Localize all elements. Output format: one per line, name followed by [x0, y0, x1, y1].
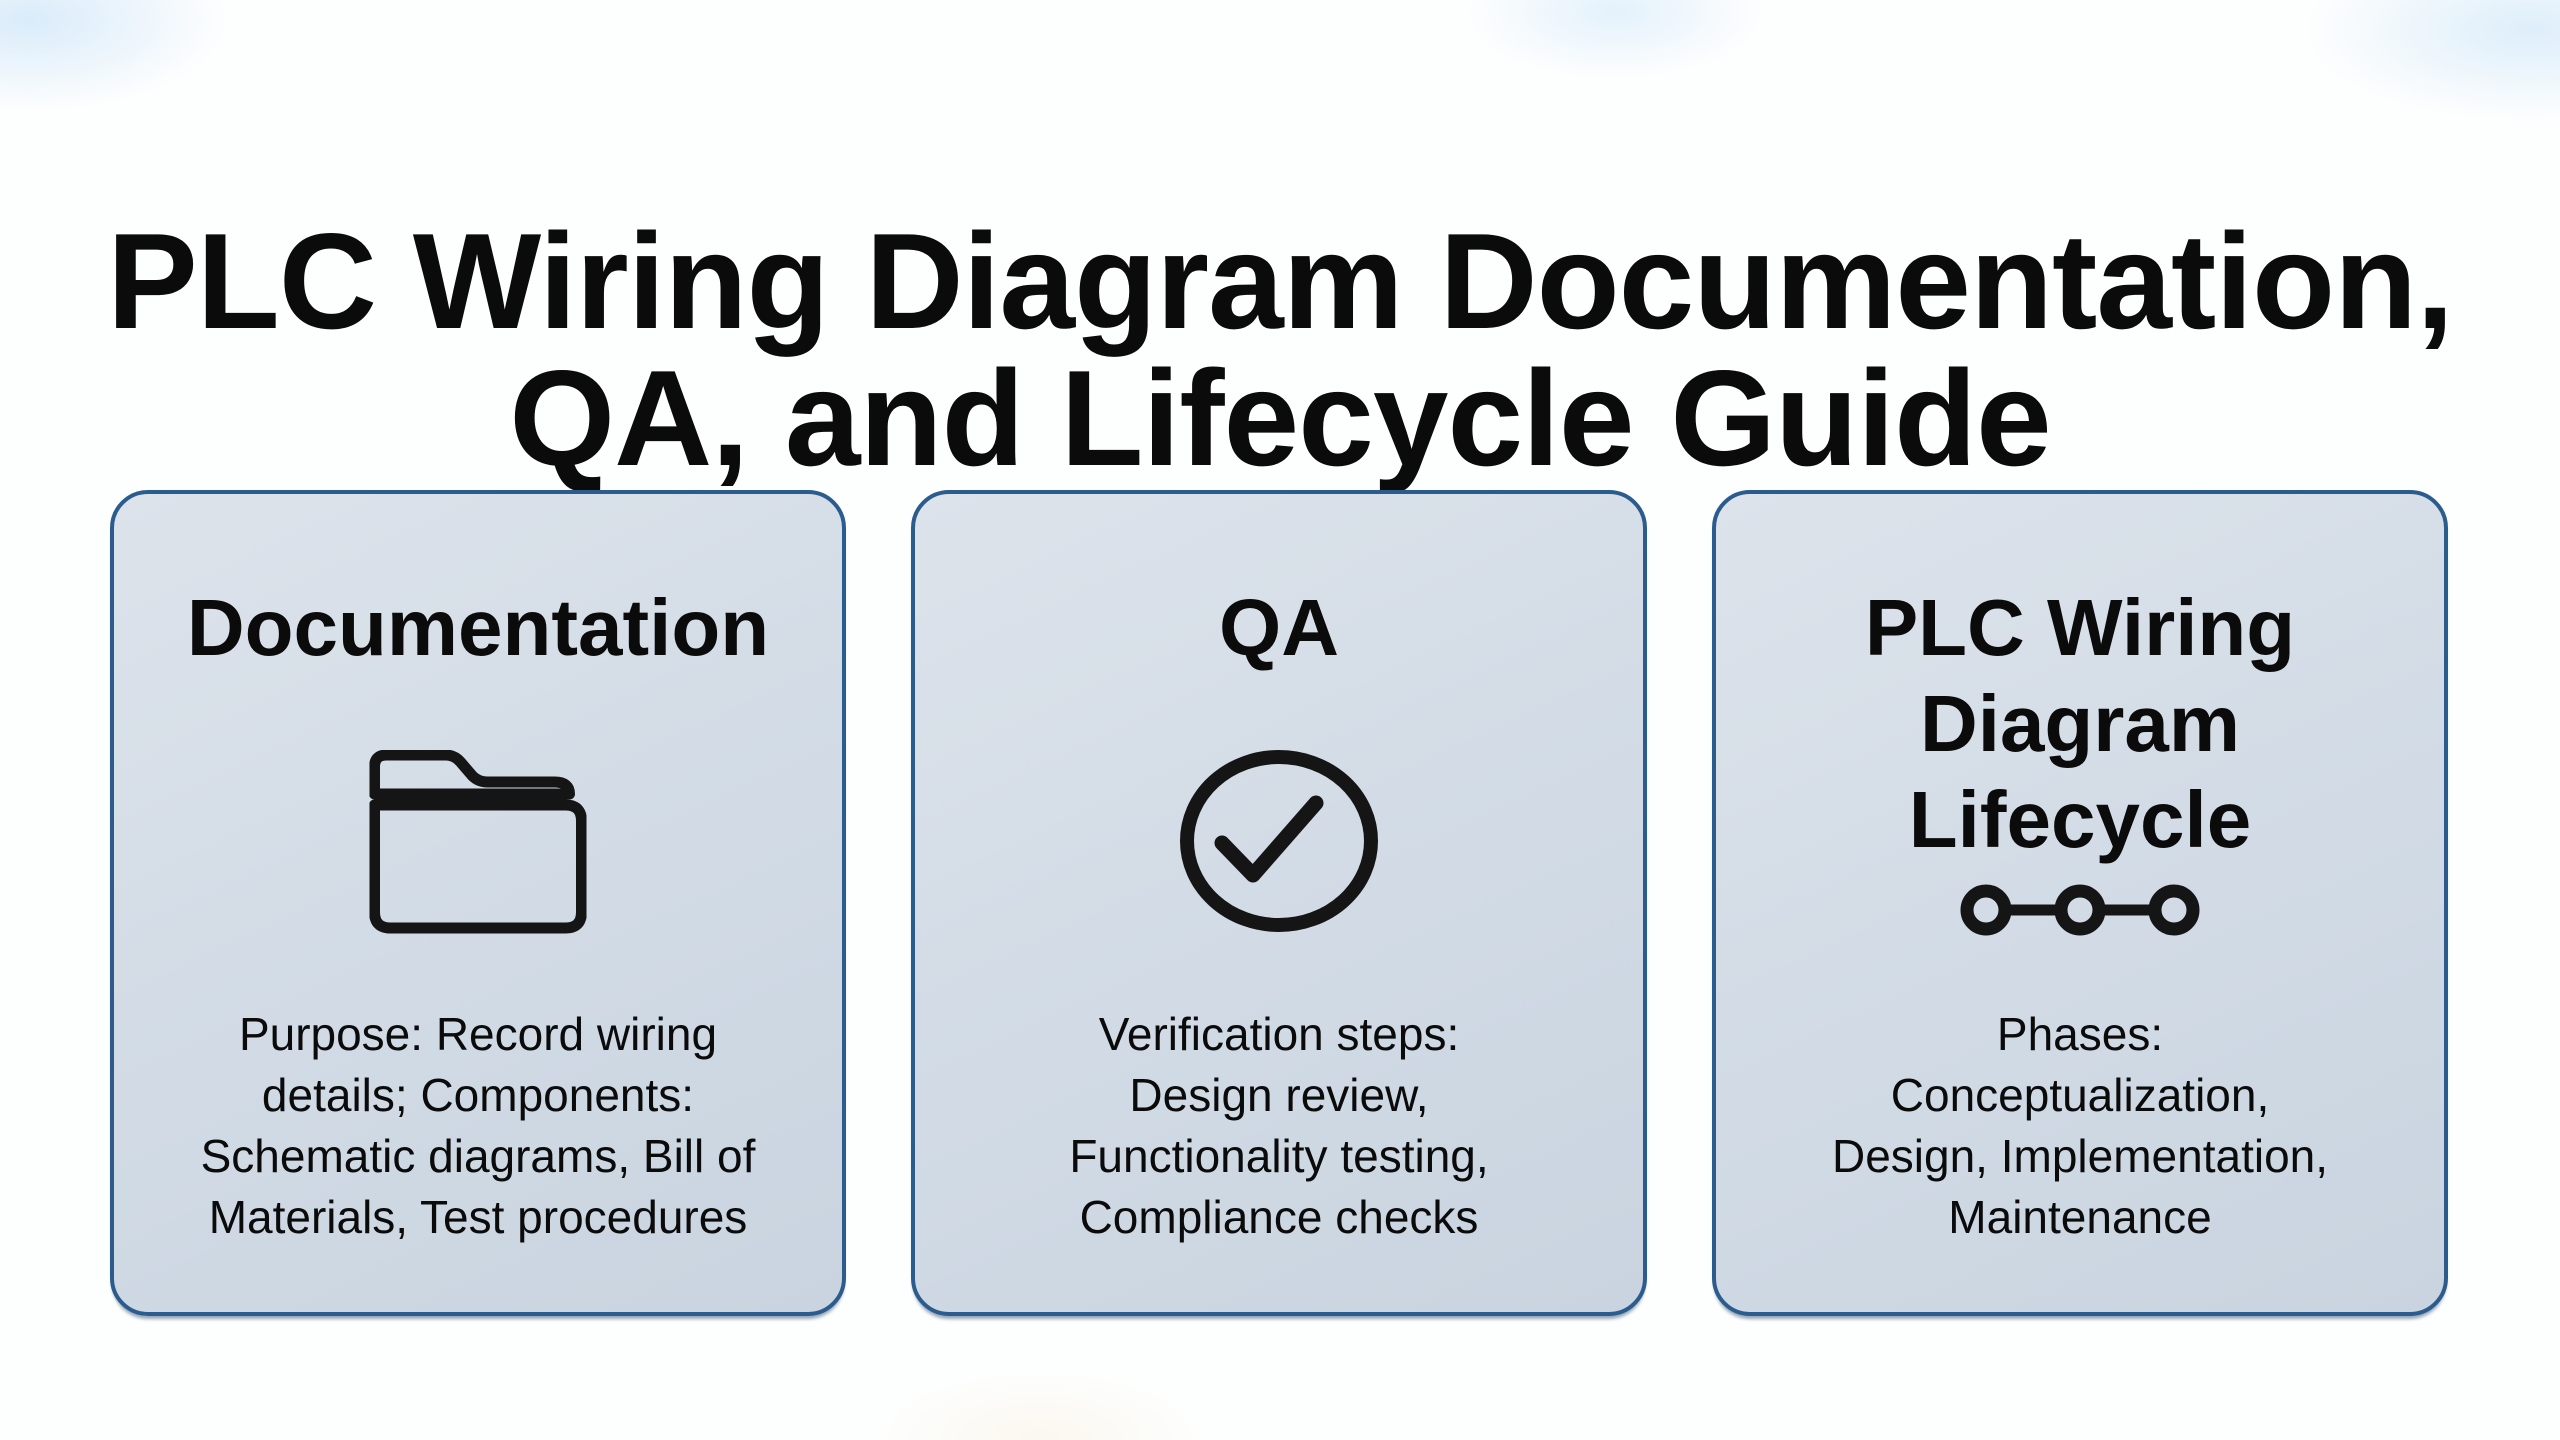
card-documentation: Documentation Purpose: Record wiring det…: [110, 490, 846, 1316]
page-title: PLC Wiring Diagram Documentation, QA, an…: [107, 205, 2454, 495]
folder-icon: [369, 750, 587, 940]
card-lifecycle: PLC Wiring Diagram Lifecycle Phases: Con…: [1712, 490, 2448, 1316]
card-documentation-body: Purpose: Record wiring details; Componen…: [200, 1008, 756, 1243]
card-qa-heading: QA: [1219, 583, 1339, 672]
card-lifecycle-body: Phases: Conceptualization, Design, Imple…: [1831, 1008, 2329, 1243]
card-qa-body: Verification steps: Design review, Funct…: [1069, 1008, 1489, 1243]
circle-check-icon: [1177, 748, 1381, 934]
card-lifecycle-heading: PLC Wiring Diagram Lifecycle: [1864, 583, 2296, 864]
card-documentation-heading: Documentation: [186, 583, 770, 672]
card-qa: QA Verification steps: Design review, Fu…: [911, 490, 1647, 1316]
timeline-icon: [1960, 882, 2200, 938]
